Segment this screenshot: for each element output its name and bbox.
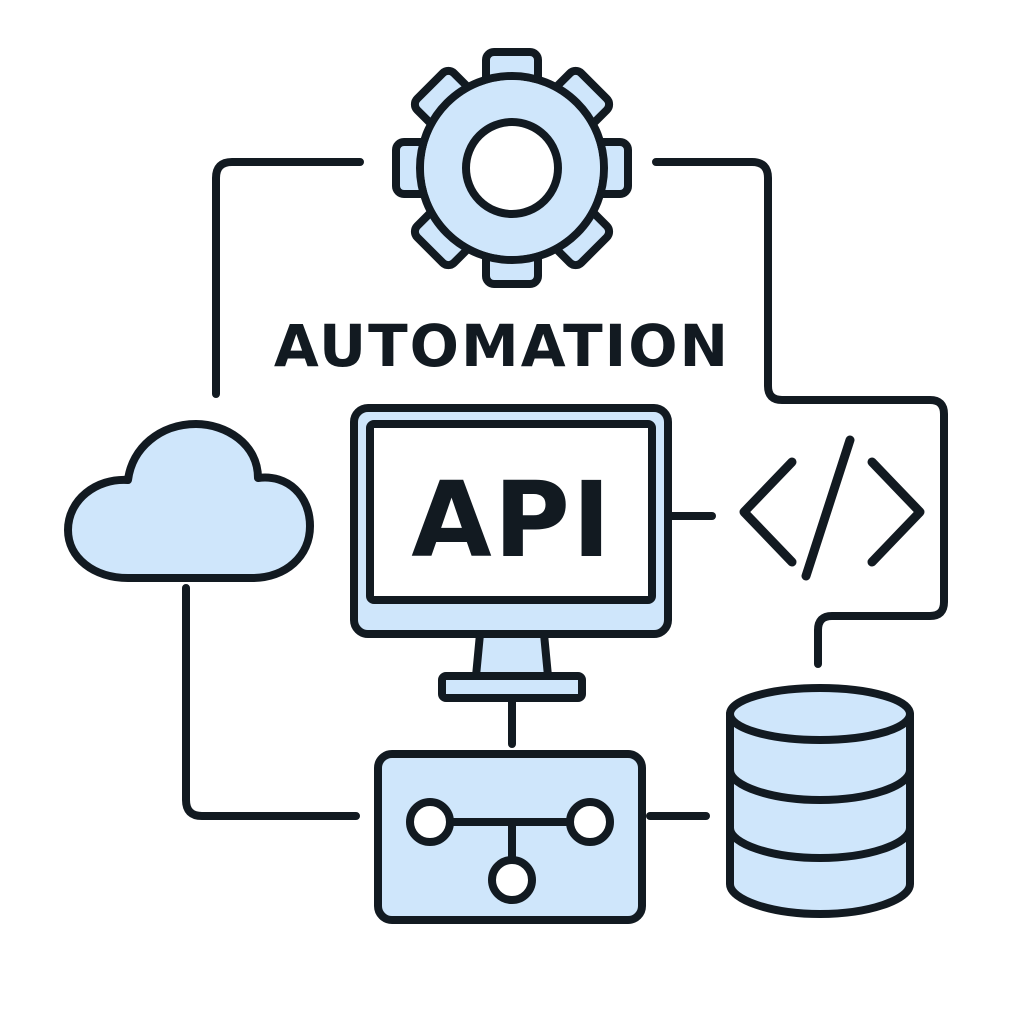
- database-icon: [726, 684, 914, 918]
- connector-gear-right-frame: [652, 158, 948, 668]
- gear-icon: [392, 48, 632, 288]
- network-hub-icon: [374, 750, 646, 924]
- code-brackets-icon: [739, 435, 925, 581]
- monitor-base: [438, 672, 586, 702]
- monitor-screen: [366, 420, 656, 604]
- connector-cloud-network: [182, 584, 360, 820]
- code-slash: [801, 435, 855, 581]
- monitor-icon: API: [350, 404, 672, 702]
- cloud-icon: [64, 420, 314, 582]
- diagram-title: AUTOMATION: [274, 312, 730, 380]
- monitor-neck: [472, 630, 552, 680]
- code-bracket-right: [867, 457, 925, 567]
- connector-gear-cloud: [212, 158, 364, 398]
- network-node-right: [566, 798, 614, 846]
- connector-lines: [182, 158, 948, 820]
- monitor-label: API: [411, 459, 612, 581]
- network-node-bottom: [488, 856, 536, 904]
- network-node-left: [406, 798, 454, 846]
- code-bracket-left: [739, 457, 797, 567]
